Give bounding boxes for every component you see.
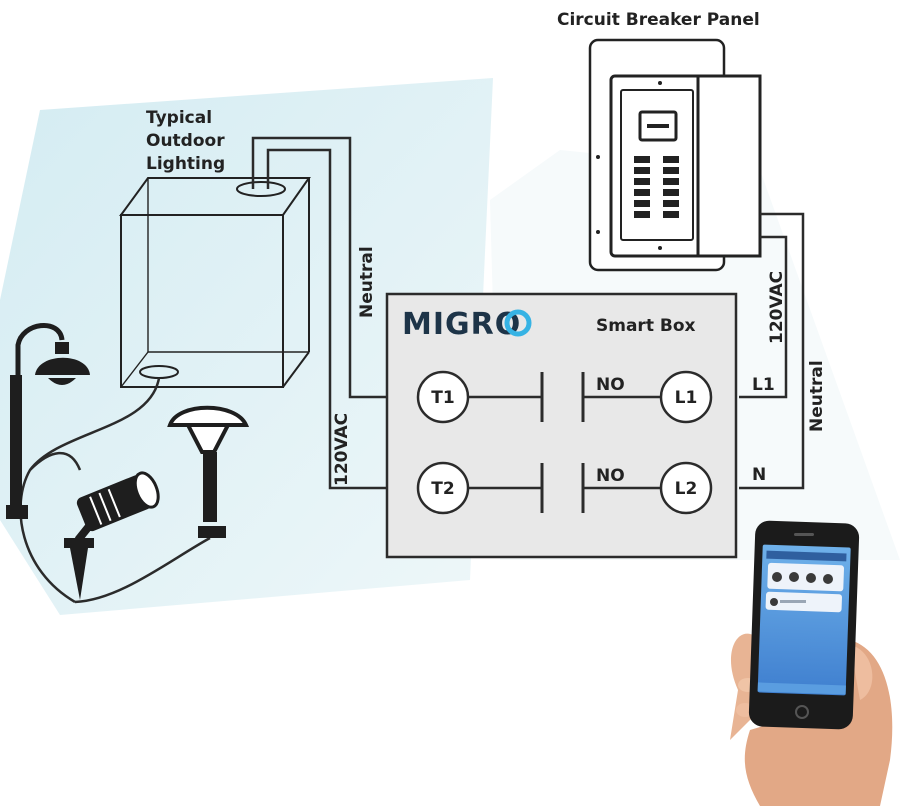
neutral-left-label: Neutral bbox=[357, 246, 377, 318]
l1-wire-label: L1 bbox=[752, 375, 775, 395]
breaker-panel-label: Circuit Breaker Panel bbox=[557, 10, 760, 30]
lamp-post-icon bbox=[6, 323, 90, 519]
outdoor-lighting-label-3: Lighting bbox=[146, 154, 225, 174]
smart-box-title: Smart Box bbox=[596, 316, 695, 336]
svg-text:T2: T2 bbox=[431, 479, 454, 499]
vac-right-label: 120VAC bbox=[767, 271, 787, 344]
svg-text:L2: L2 bbox=[675, 479, 698, 499]
wires bbox=[19, 136, 805, 604]
no-contact-1: NO bbox=[596, 375, 625, 395]
terminal-l2: L2 bbox=[659, 461, 713, 515]
terminal-t2: T2 bbox=[416, 461, 470, 515]
no-contact-2: NO bbox=[596, 466, 625, 486]
outdoor-lighting-label-1: Typical bbox=[146, 108, 212, 128]
svg-text:L1: L1 bbox=[675, 388, 698, 408]
outdoor-lighting-label-2: Outdoor bbox=[146, 131, 225, 151]
smart-box: MIGRO Smart Box NO NO T1 T2 L1 L2 bbox=[385, 292, 738, 559]
svg-text:T1: T1 bbox=[431, 388, 454, 408]
brand-logo: MIGRO bbox=[402, 307, 521, 342]
breaker-rows bbox=[634, 156, 679, 218]
vac-left-label: 120VAC bbox=[332, 413, 352, 486]
brand-logo-accent bbox=[504, 309, 532, 337]
n-wire-label: N bbox=[752, 465, 766, 485]
bollard-light-icon bbox=[167, 405, 250, 538]
breaker-panel bbox=[588, 38, 762, 272]
terminal-t1: T1 bbox=[416, 370, 470, 424]
neutral-right-label: Neutral bbox=[807, 360, 827, 432]
terminal-l1: L1 bbox=[659, 370, 713, 424]
spotlight-icon bbox=[64, 471, 160, 600]
smartphone-icon bbox=[748, 520, 860, 730]
